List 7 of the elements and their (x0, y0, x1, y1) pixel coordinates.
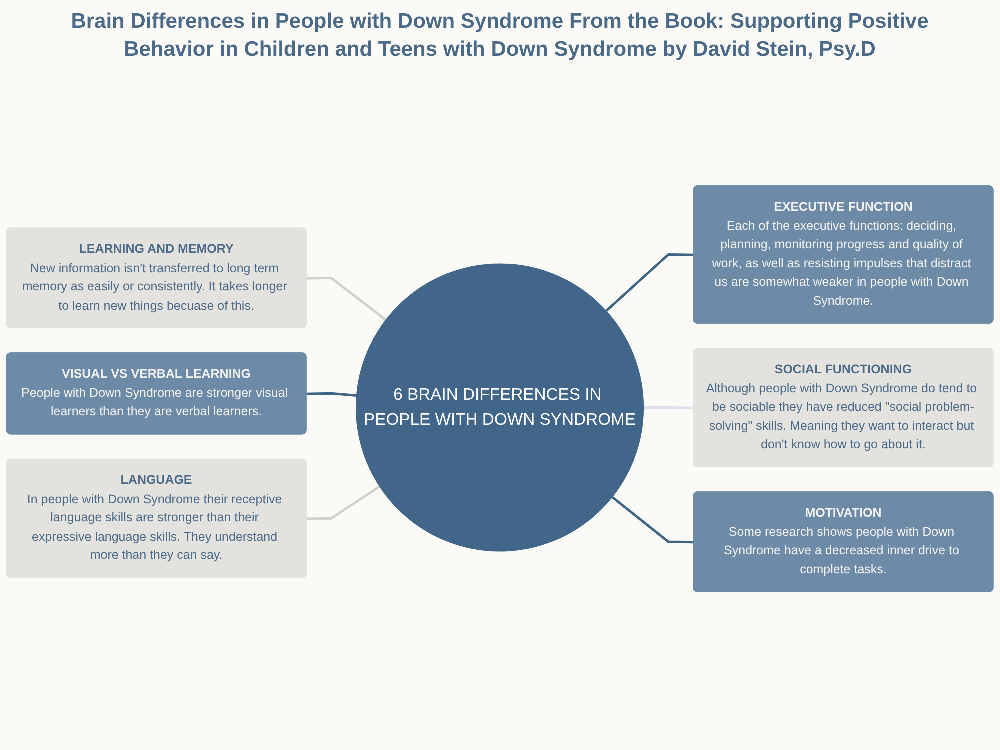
connector (306, 276, 387, 321)
connector (606, 253, 694, 312)
connector (612, 496, 694, 544)
node-circle: 6 BRAIN DIFFERENCES IN PEOPLE WITH DOWN SYNDROME (356, 263, 644, 552)
title: Brain Differences in People with Down Syndrome From the Book: Supporting Positive Behavior in Children and Teens with Down Syndrome by David Stein, Psy.D (70, 9, 930, 64)
connector (306, 392, 357, 397)
connector (306, 485, 381, 520)
